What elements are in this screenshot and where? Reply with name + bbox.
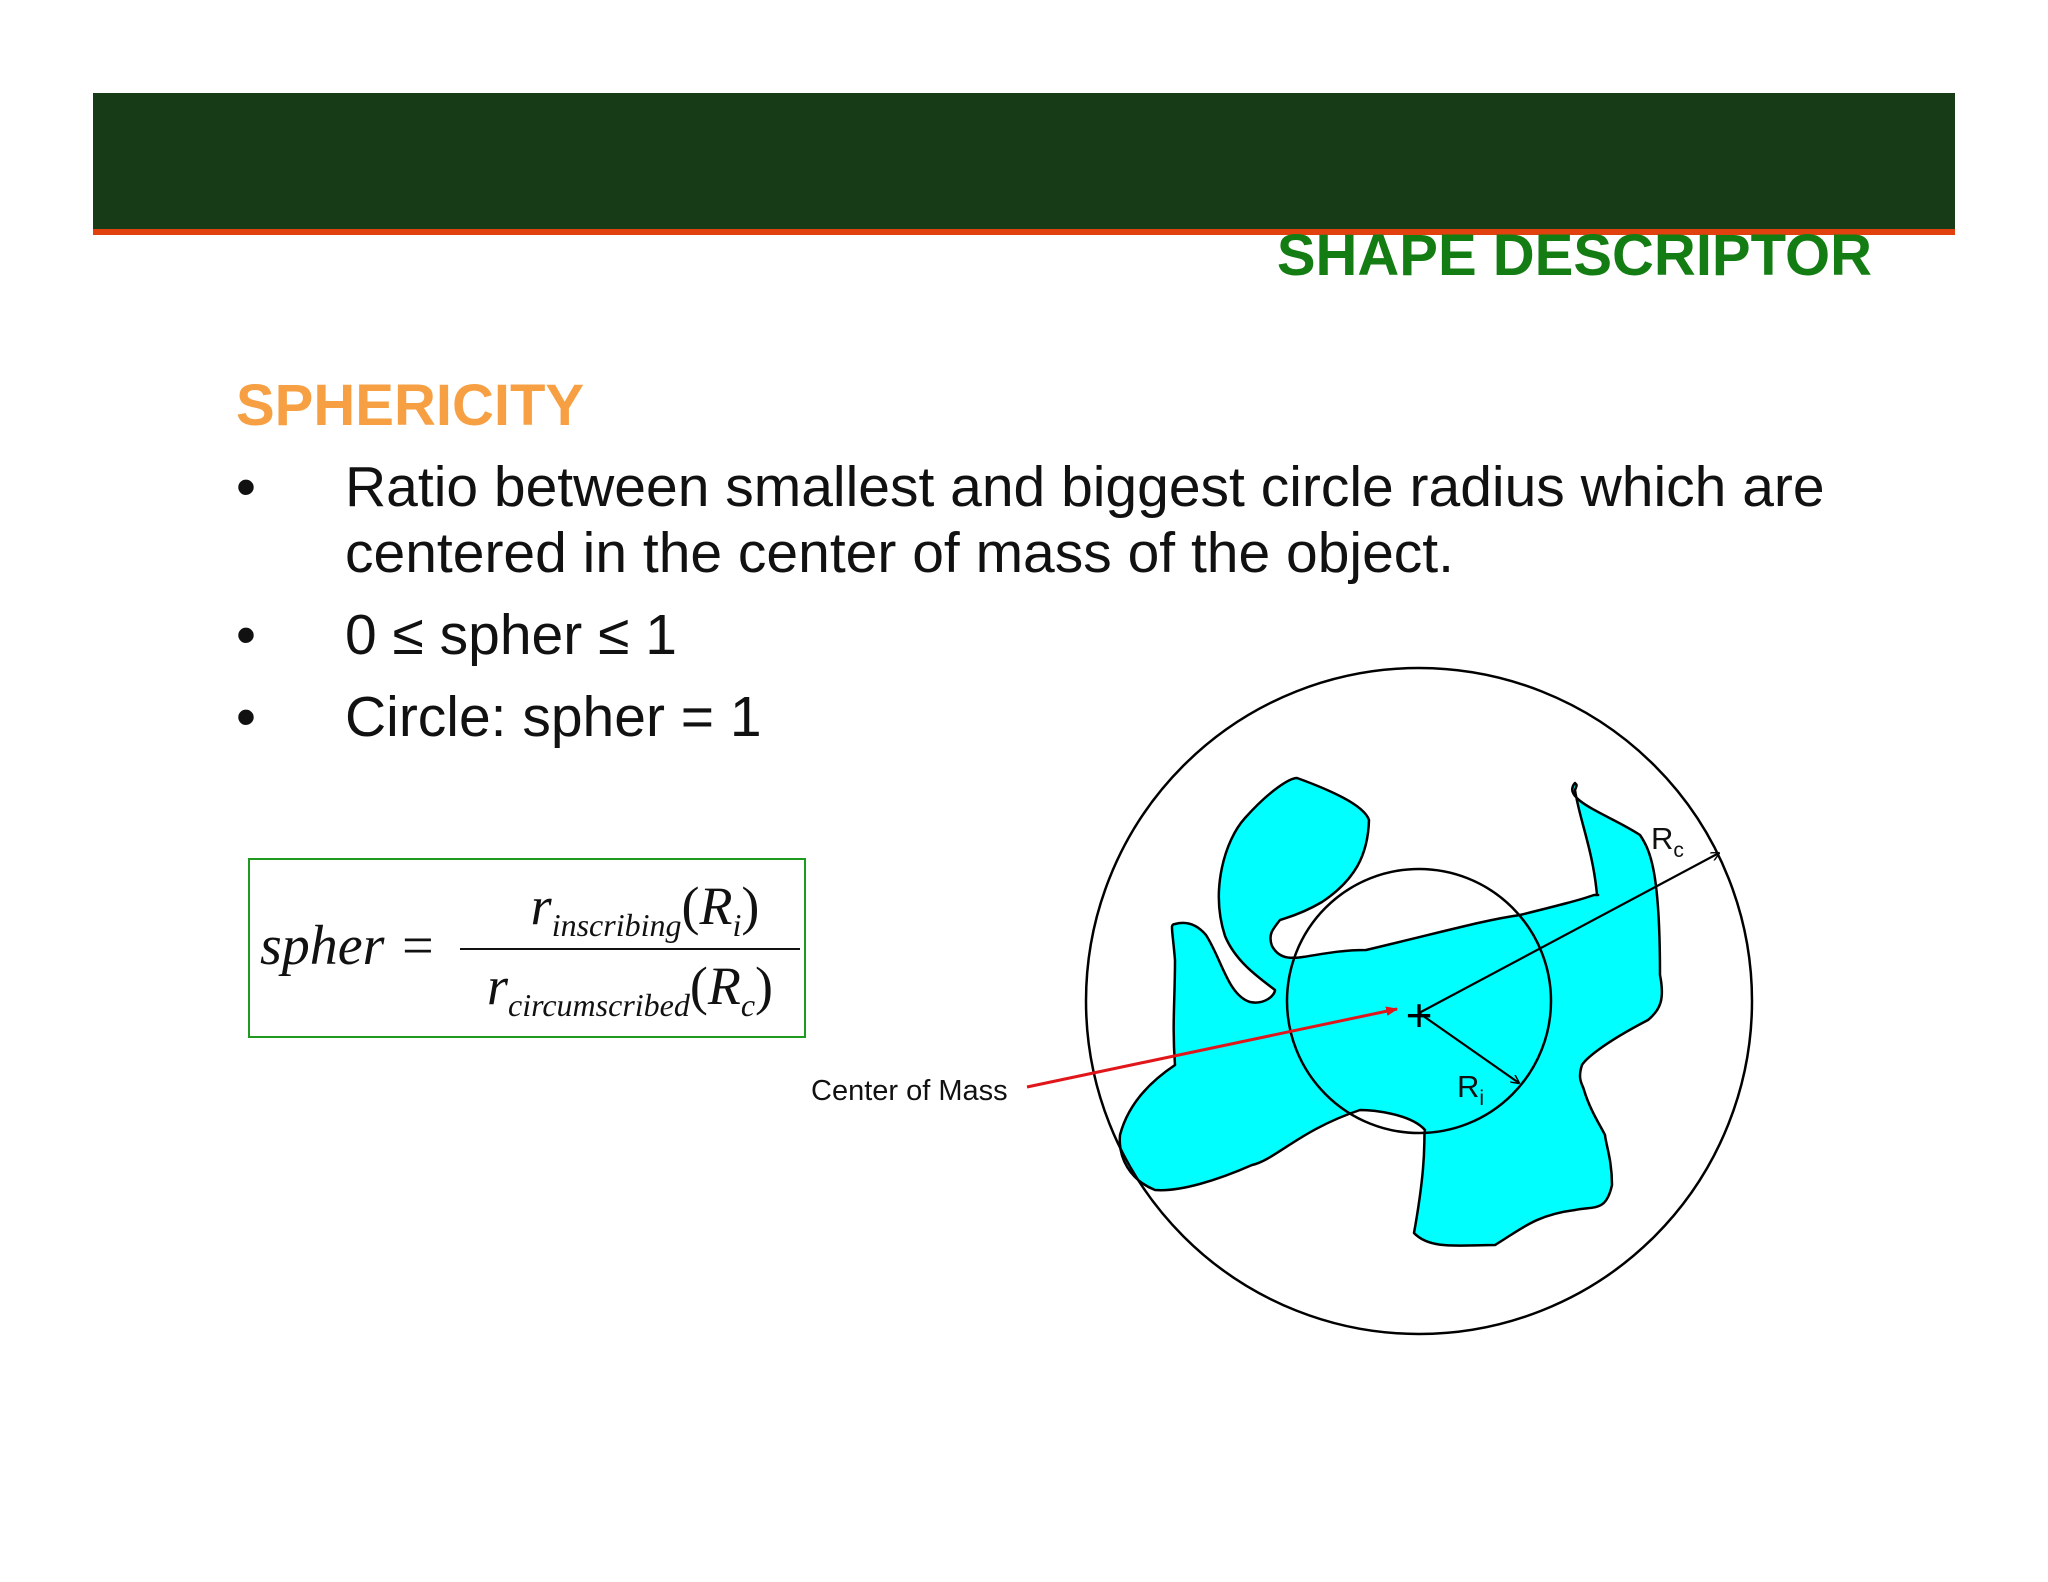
bullet-list: • Ratio between smallest and biggest cir…	[236, 454, 1876, 766]
formula-lhs: spher =	[260, 915, 437, 977]
inscribed-circle	[1285, 867, 1553, 1135]
header-band	[93, 93, 1955, 229]
denominator-R-subscript: c	[740, 987, 756, 1023]
bullet-text: Circle: spher = 1	[345, 685, 762, 749]
bullet-item-range: • 0 ≤ spher ≤ 1	[236, 602, 1876, 668]
denominator-open-paren: (	[689, 956, 708, 1016]
section-heading: SPHERICITY	[236, 373, 585, 438]
bullet-marker: •	[236, 685, 256, 749]
bullet-item-definition: • Ratio between smallest and biggest cir…	[236, 454, 1876, 586]
sphericity-formula: spher = rinscribing(Ri) rcircumscribed(R…	[248, 858, 806, 1038]
rc-subscript: c	[1673, 839, 1684, 862]
numerator-close-paren: )	[741, 876, 760, 936]
bullet-marker: •	[236, 455, 256, 519]
numerator-r: r	[530, 876, 552, 936]
center-of-mass-label: Center of Mass	[811, 1075, 1008, 1107]
bullet-text: Ratio between smallest and biggest circl…	[345, 455, 1825, 585]
denominator-r: r	[486, 956, 508, 1016]
center-of-mass-marker: +	[1406, 989, 1433, 1041]
rc-base: R	[1651, 821, 1673, 856]
denominator-R: R	[707, 956, 741, 1016]
circumscribed-radius-label: Rc	[1651, 821, 1684, 862]
circumscribed-circle	[1084, 666, 1754, 1336]
ri-base: R	[1457, 1069, 1479, 1104]
formula-denominator: rcircumscribed(Rc)	[460, 954, 800, 1037]
denominator-r-subscript: circumscribed	[507, 987, 690, 1023]
slide-title: SHAPE DESCRIPTOR	[1276, 223, 1872, 288]
numerator-R-subscript: i	[732, 907, 742, 943]
denominator-close-paren: )	[755, 956, 774, 1016]
numerator-open-paren: (	[681, 876, 700, 936]
numerator-R: R	[699, 876, 733, 936]
bullet-item-circle: • Circle: spher = 1	[236, 684, 1876, 750]
header-rule	[93, 229, 1955, 235]
numerator-r-subscript: inscribing	[551, 907, 682, 943]
bullet-marker: •	[236, 603, 256, 667]
fraction-bar	[460, 948, 800, 950]
formula-numerator: rinscribing(Ri)	[495, 874, 795, 957]
center-of-mass-pointer-arrow	[1026, 1006, 1399, 1089]
irregular-object-shape	[1118, 776, 1664, 1247]
inscribed-radius-label: Ri	[1457, 1069, 1484, 1110]
ri-subscript: i	[1479, 1087, 1484, 1110]
inscribed-radius-arrow	[1418, 1012, 1519, 1083]
circumscribed-radius-arrow	[1418, 853, 1719, 1014]
bullet-text: 0 ≤ spher ≤ 1	[345, 603, 677, 667]
